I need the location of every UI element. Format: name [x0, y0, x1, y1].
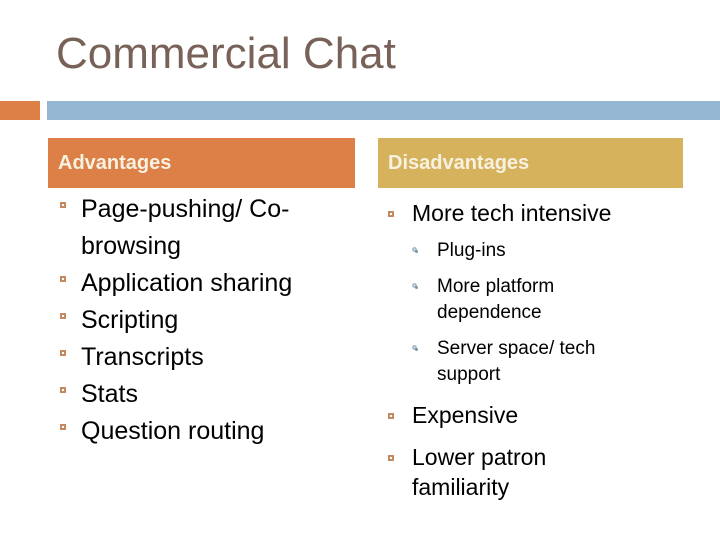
disadvantages-item-label: Expensive — [412, 402, 519, 428]
disadvantages-column: Disadvantages More tech intensive Plug-i… — [378, 138, 683, 502]
advantages-column: Advantages Page-pushing/ Co-browsing App… — [48, 138, 355, 450]
advantages-header: Advantages — [48, 138, 355, 188]
disadvantages-item: Lower patron familiarity — [378, 442, 683, 502]
accent-bar-decoration — [47, 101, 720, 120]
disadvantages-subitem: Server space/ tech support — [412, 336, 633, 388]
advantages-item-label: Scripting — [81, 306, 179, 334]
square-bullet-icon — [60, 276, 66, 282]
advantages-item-label: Page-pushing/ Co-browsing — [81, 195, 290, 260]
advantages-item: Page-pushing/ Co-browsing — [48, 191, 355, 265]
square-bullet-icon — [60, 350, 66, 356]
target-bullet-icon — [412, 345, 418, 351]
disadvantages-header: Disadvantages — [378, 138, 683, 188]
accent-square-decoration — [0, 101, 40, 120]
square-bullet-icon — [388, 413, 394, 419]
square-bullet-icon — [388, 211, 394, 217]
slide-title: Commercial Chat — [56, 29, 396, 78]
square-bullet-icon — [388, 455, 394, 461]
advantages-item: Transcripts — [48, 339, 355, 376]
disadvantages-item-label: More tech intensive — [412, 200, 612, 226]
target-bullet-icon — [412, 247, 418, 253]
square-bullet-icon — [60, 202, 66, 208]
disadvantages-subitem-label: More platform dependence — [437, 276, 555, 323]
disadvantages-subitem-label: Plug-ins — [437, 240, 506, 261]
advantages-item-label: Application sharing — [81, 269, 293, 297]
advantages-item: Scripting — [48, 302, 355, 339]
disadvantages-subitem: Plug-ins — [412, 238, 633, 264]
disadvantages-item: Expensive — [378, 400, 683, 430]
disadvantages-subitem: More platform dependence — [412, 274, 633, 326]
disadvantages-sublist: Plug-ins More platform dependence Server… — [412, 238, 633, 388]
advantages-list: Page-pushing/ Co-browsing Application sh… — [48, 191, 355, 450]
disadvantages-list: More tech intensive Plug-ins More platfo… — [378, 198, 683, 502]
advantages-item: Question routing — [48, 413, 355, 450]
square-bullet-icon — [60, 424, 66, 430]
advantages-item-label: Transcripts — [81, 343, 204, 371]
disadvantages-item: More tech intensive Plug-ins More platfo… — [378, 198, 683, 388]
advantages-item-label: Stats — [81, 380, 138, 408]
advantages-item: Stats — [48, 376, 355, 413]
disadvantages-item-label: Lower patron familiarity — [412, 444, 547, 500]
disadvantages-subitem-label: Server space/ tech support — [437, 338, 596, 385]
advantages-item-label: Question routing — [81, 417, 265, 445]
square-bullet-icon — [60, 387, 66, 393]
advantages-item: Application sharing — [48, 265, 355, 302]
square-bullet-icon — [60, 313, 66, 319]
target-bullet-icon — [412, 283, 418, 289]
